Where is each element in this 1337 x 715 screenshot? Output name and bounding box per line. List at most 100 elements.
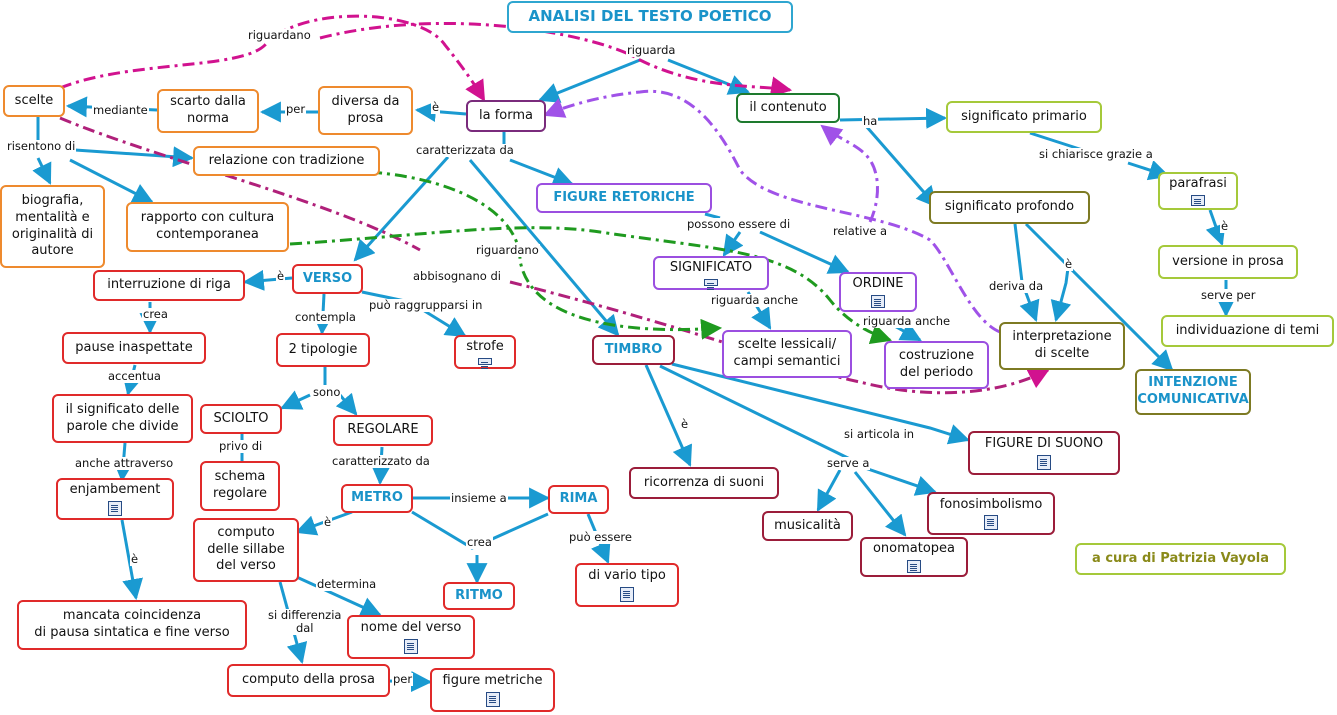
node-metro[interactable]: METRO bbox=[341, 484, 413, 513]
node-significato-profondo-label: significato profondo bbox=[944, 199, 1075, 215]
document-icon[interactable] bbox=[485, 691, 500, 707]
node-figure-retoriche[interactable]: FIGURE RETORICHE bbox=[536, 183, 712, 213]
link-label: riguarda anche bbox=[710, 293, 800, 308]
node-parafrasi[interactable]: parafrasi bbox=[1158, 172, 1238, 210]
node-costruzione[interactable]: costruzione del periodo bbox=[884, 341, 989, 389]
document-icon[interactable] bbox=[620, 586, 634, 602]
node-regolare[interactable]: REGOLARE bbox=[333, 415, 433, 446]
edge-contenuto-profondo bbox=[864, 125, 938, 208]
node-onomatopea[interactable]: onomatopea bbox=[860, 537, 968, 577]
node-rapporto[interactable]: rapporto con cultura contemporanea bbox=[126, 202, 289, 252]
document-icon[interactable] bbox=[871, 294, 885, 308]
node-scelte[interactable]: scelte bbox=[3, 85, 65, 117]
node-regolare-label: REGOLARE bbox=[347, 422, 419, 438]
document-icon[interactable] bbox=[478, 357, 492, 365]
node-figure-suono[interactable]: FIGURE DI SUONO bbox=[968, 431, 1120, 475]
author-credit-text: a cura di Patrizia Vayola bbox=[1092, 550, 1269, 566]
node-strofe-label: strofe bbox=[466, 339, 504, 354]
link-label: sono bbox=[312, 385, 342, 400]
node-diversa[interactable]: diversa da prosa bbox=[318, 86, 413, 135]
node-timbro-label: TIMBRO bbox=[604, 341, 663, 357]
node-vario-tipo[interactable]: di vario tipo bbox=[575, 563, 679, 607]
node-interruzione[interactable]: interruzione di riga bbox=[93, 270, 245, 301]
node-timbro[interactable]: TIMBRO bbox=[592, 335, 675, 365]
node-mancata[interactable]: mancata coincidenza di pausa sintatica e… bbox=[17, 600, 247, 650]
crosslink-riguardano-contenuto bbox=[319, 21, 793, 98]
document-icon[interactable] bbox=[108, 500, 122, 516]
node-rima[interactable]: RIMA bbox=[548, 485, 609, 514]
node-computo-prosa[interactable]: computo della prosa bbox=[227, 664, 390, 697]
edge-serve-fonosimbolismo bbox=[864, 466, 937, 496]
node-computo-sillabe-label: computo delle sillabe del verso bbox=[207, 524, 285, 574]
crosslink-tradizione-lessicali bbox=[369, 170, 723, 340]
link-label: è bbox=[1064, 257, 1074, 272]
link-label: relative a bbox=[832, 224, 889, 239]
node-tradizione-label: relazione con tradizione bbox=[208, 152, 365, 168]
node-contenuto[interactable]: il contenuto bbox=[736, 93, 840, 123]
link-label: privo di bbox=[218, 439, 264, 454]
node-ritmo[interactable]: RITMO bbox=[443, 582, 515, 610]
node-interruzione-label: interruzione di riga bbox=[107, 277, 231, 293]
node-nome-verso[interactable]: nome del verso bbox=[347, 615, 475, 659]
node-pause[interactable]: pause inaspettate bbox=[62, 332, 206, 364]
edge-profondo-intenzione bbox=[1024, 222, 1174, 372]
edge-title-contenuto bbox=[667, 58, 750, 95]
node-ordine[interactable]: ORDINE bbox=[839, 272, 917, 312]
edge-timbro-suono bbox=[671, 362, 971, 445]
link-label: ha bbox=[862, 114, 879, 129]
node-enjambement[interactable]: enjambement bbox=[56, 478, 174, 520]
node-biografia[interactable]: biografia, mentalità e originalità di au… bbox=[0, 185, 105, 268]
node-parafrasi-label: parafrasi bbox=[1169, 176, 1227, 191]
node-interpretazione[interactable]: interpretazione di scelte bbox=[999, 322, 1125, 370]
node-individuazione-label: individuazione di temi bbox=[1175, 322, 1320, 338]
document-icon[interactable] bbox=[1191, 194, 1205, 206]
node-ordine-label: ORDINE bbox=[852, 276, 904, 291]
document-icon[interactable] bbox=[907, 559, 921, 573]
node-rima-label: RIMA bbox=[559, 491, 598, 507]
node-due-tipologie-label: 2 tipologie bbox=[288, 341, 358, 357]
link-label: mediante bbox=[92, 103, 149, 118]
node-figure-suono-label: FIGURE DI SUONO bbox=[984, 436, 1104, 452]
node-significato[interactable]: SIGNIFICATO bbox=[653, 256, 769, 290]
node-intenzione[interactable]: INTENZIONE COMUNICATIVA bbox=[1135, 369, 1251, 415]
node-enjambement-label: enjambement bbox=[69, 482, 161, 498]
node-forma[interactable]: la forma bbox=[466, 100, 546, 132]
link-label: è bbox=[1220, 219, 1230, 234]
node-figure-metriche[interactable]: figure metriche bbox=[430, 668, 555, 712]
edge-serve-onomatopea bbox=[853, 471, 907, 537]
node-musicalita[interactable]: musicalità bbox=[762, 511, 853, 541]
edge-computo-nome bbox=[289, 572, 382, 617]
node-schema[interactable]: schema regolare bbox=[200, 461, 280, 511]
document-icon[interactable] bbox=[984, 515, 998, 531]
node-significato-primario[interactable]: significato primario bbox=[946, 101, 1102, 133]
node-significato-profondo[interactable]: significato profondo bbox=[929, 191, 1090, 224]
node-computo-sillabe[interactable]: computo delle sillabe del verso bbox=[193, 518, 299, 582]
edge-caratt-timbro bbox=[468, 159, 620, 337]
node-sciolto[interactable]: SCIOLTO bbox=[200, 404, 282, 434]
document-icon[interactable] bbox=[404, 638, 418, 654]
link-label: risentono di bbox=[6, 139, 77, 154]
node-verso[interactable]: VERSO bbox=[292, 264, 363, 294]
node-strofe[interactable]: strofe bbox=[454, 335, 516, 369]
link-label: è bbox=[680, 417, 690, 432]
link-label: riguarda anche bbox=[862, 314, 952, 329]
document-icon[interactable] bbox=[704, 278, 718, 286]
node-scelte-lessicali[interactable]: scelte lessicali/ campi semantici bbox=[722, 330, 852, 378]
node-onomatopea-label: onomatopea bbox=[872, 541, 956, 556]
edge-risentono-tradizione bbox=[74, 146, 195, 168]
node-due-tipologie[interactable]: 2 tipologie bbox=[276, 333, 370, 367]
edge-sono-regolare bbox=[335, 392, 358, 416]
crosslink-interpretazione-forma bbox=[543, 89, 1001, 334]
link-label: caratterizzata da bbox=[415, 143, 515, 158]
document-icon[interactable] bbox=[1037, 454, 1051, 470]
node-tradizione[interactable]: relazione con tradizione bbox=[193, 146, 380, 176]
link-label: riguardano bbox=[247, 28, 312, 43]
node-fonosimbolismo[interactable]: fonosimbolismo bbox=[927, 492, 1055, 535]
node-individuazione[interactable]: individuazione di temi bbox=[1161, 315, 1334, 347]
node-versione-prosa[interactable]: versione in prosa bbox=[1158, 245, 1298, 279]
node-scarto[interactable]: scarto dalla norma bbox=[157, 89, 259, 133]
node-ricorrenza[interactable]: ricorrenza di suoni bbox=[629, 467, 779, 499]
node-significato-parole[interactable]: il significato delle parole che divide bbox=[52, 394, 193, 443]
node-scelte-label: scelte bbox=[14, 92, 54, 108]
link-label: anche attraverso bbox=[74, 456, 175, 471]
